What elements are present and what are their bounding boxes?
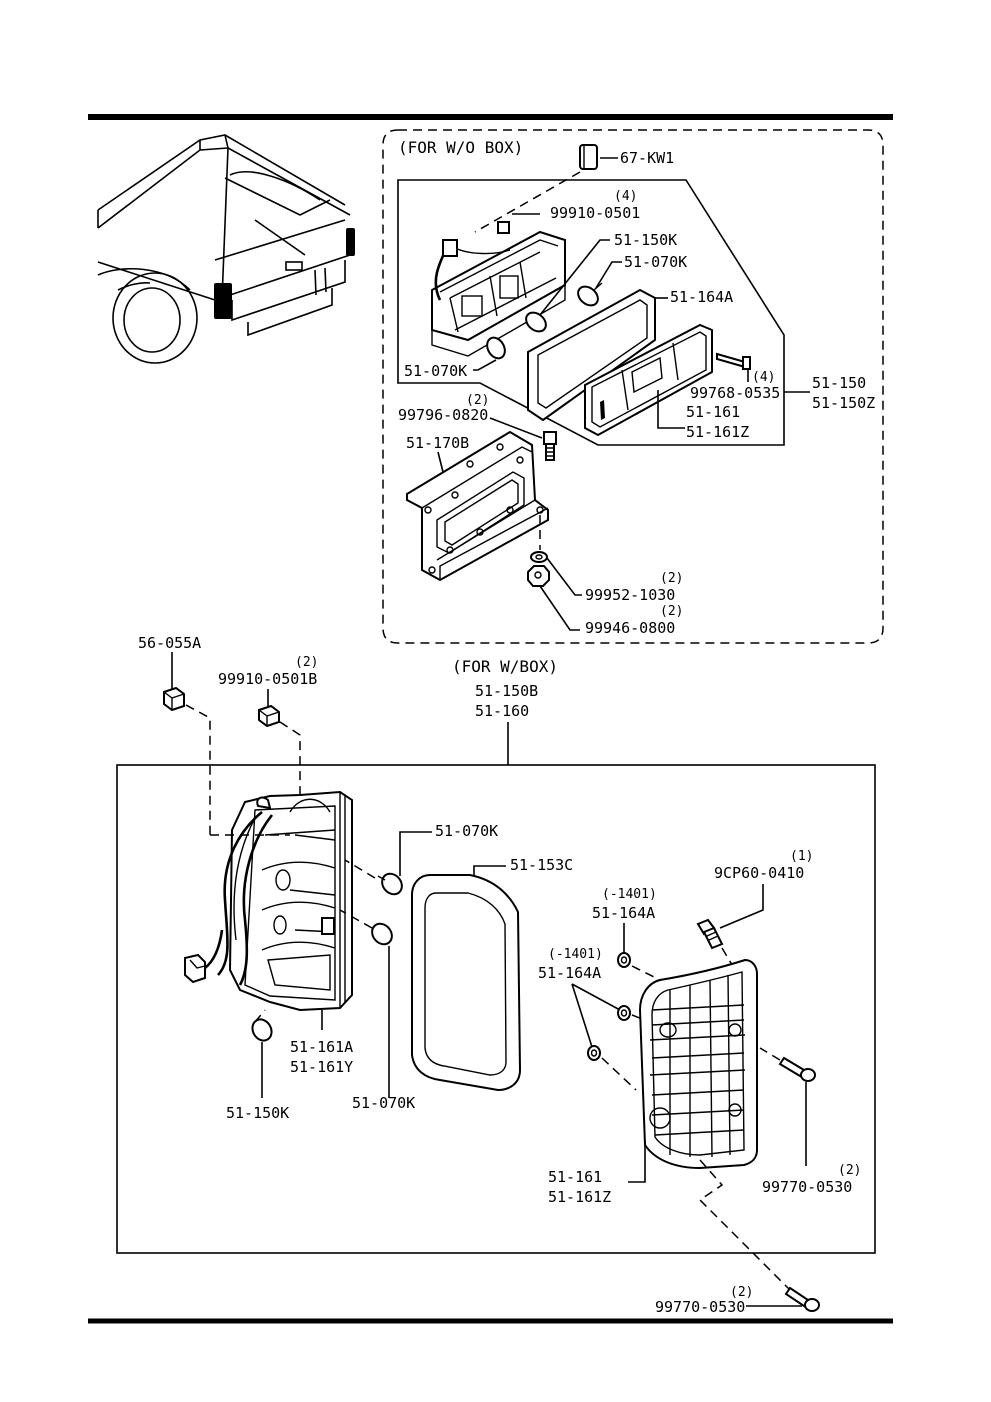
lamp-housing-without-box xyxy=(431,230,566,357)
lens-51-161-bottom xyxy=(638,958,758,1170)
label-51-161-bottom: 51-161 xyxy=(548,1168,602,1186)
qty-99770-0530-bottom: (2) xyxy=(730,1285,753,1300)
label-51-164a-top: 51-164A xyxy=(670,288,733,306)
grommet-51-164a-mid xyxy=(617,1005,631,1021)
label-51-150z: 51-150Z xyxy=(812,394,875,412)
label-99946-0800: 99946-0800 xyxy=(585,619,675,637)
label-51-164a-lower: 51-164A xyxy=(538,964,601,982)
nut-99946-0800 xyxy=(527,565,550,587)
spec-1401-lower: (-1401) xyxy=(548,947,603,962)
label-51-161y: 51-161Y xyxy=(290,1058,353,1076)
with-box-frame xyxy=(116,764,876,1254)
label-56-055a: 56-055A xyxy=(138,634,201,652)
bulb-51-150k-top xyxy=(525,311,547,333)
qty-99910-0501: (4) xyxy=(614,189,637,204)
grommet-51-164a-upper xyxy=(617,952,631,968)
grommet-51-164a-low xyxy=(587,1045,601,1061)
gasket-51-153c xyxy=(411,874,522,1092)
label-51-150b: 51-150B xyxy=(475,682,538,700)
spec-1401-upper: (-1401) xyxy=(602,887,657,902)
screw-99770-0530-bottom xyxy=(784,1286,820,1312)
gasket-51-164a-top xyxy=(527,288,656,422)
qty-99770-0530-right: (2) xyxy=(838,1163,861,1178)
rear-lamp-housing-with-box xyxy=(184,790,353,1012)
label-99770-0530-right: 99770-0530 xyxy=(762,1178,852,1196)
without-box-header: (FOR W/O BOX) xyxy=(398,138,523,157)
truck-rear-illustration xyxy=(97,134,355,364)
qty-99952-1030: (2) xyxy=(660,571,683,586)
label-51-161a: 51-161A xyxy=(290,1038,353,1056)
connector-67kw1 xyxy=(579,144,598,170)
without-box-group: (FOR W/O BOX) 67-KW1 (4) 99910-0501 xyxy=(382,129,884,644)
label-51-164a-upper: 51-164A xyxy=(592,904,655,922)
bolt-99796-0820 xyxy=(543,431,557,461)
label-67kw1: 67-KW1 xyxy=(620,149,674,167)
label-51-150k-top: 51-150K xyxy=(614,231,677,249)
connector-56-055a xyxy=(163,686,185,712)
qty-99910-0501b: (2) xyxy=(295,655,318,670)
label-51-070k-middle: 51-070K xyxy=(352,1094,415,1112)
qty-99768-0535: (4) xyxy=(752,370,775,385)
label-51-153c: 51-153C xyxy=(510,856,573,874)
label-99910-0501: 99910-0501 xyxy=(550,204,640,222)
bulb-51-150k-bottom xyxy=(251,1018,273,1042)
label-99796-0820: 99796-0820 xyxy=(398,406,488,424)
label-51-161z-bottom: 51-161Z xyxy=(548,1188,611,1206)
label-51-150k-bottom: 51-150K xyxy=(226,1104,289,1122)
label-51-170b: 51-170B xyxy=(406,434,469,452)
label-99768-0535: 99768-0535 xyxy=(690,384,780,402)
bracket-51-170b xyxy=(406,430,549,582)
without-box-dashed-frame xyxy=(382,129,884,644)
qty-9cp60-0410: (1) xyxy=(790,849,813,864)
label-51-161-top: 51-161 xyxy=(686,403,740,421)
label-51-070k-lower: 51-070K xyxy=(404,362,467,380)
washer-99952-1030 xyxy=(530,551,548,563)
label-51-160: 51-160 xyxy=(475,702,529,720)
bulb-51-070k-upper xyxy=(377,872,403,896)
with-box-group: (FOR W/BOX) 51-150B 51-160 56-055A (2) 9… xyxy=(116,634,876,1316)
label-99770-0530-bottom: 99770-0530 xyxy=(655,1298,745,1316)
lens-51-161-top xyxy=(584,323,713,437)
label-99910-0501b: 99910-0501B xyxy=(218,670,317,688)
with-box-header: (FOR W/BOX) xyxy=(452,657,558,676)
screw-99770-0530-right xyxy=(778,1056,816,1082)
label-51-070k-upper: 51-070K xyxy=(435,822,498,840)
bulb-51-070k-top xyxy=(577,282,603,307)
bolt-9cp60-0410 xyxy=(696,918,724,950)
label-99952-1030: 99952-1030 xyxy=(585,586,675,604)
clip-99910-0501b xyxy=(258,704,280,728)
label-51-070k-top: 51-070K xyxy=(624,253,687,271)
label-51-161z-top: 51-161Z xyxy=(686,423,749,441)
label-9cp60-0410: 9CP60-0410 xyxy=(714,864,804,882)
qty-99946-0800: (2) xyxy=(660,604,683,619)
bulb-51-070k-middle xyxy=(371,922,393,946)
bulb-51-070k-lower xyxy=(486,336,506,360)
qty-99796-0820: (2) xyxy=(466,393,489,408)
label-51-150: 51-150 xyxy=(812,374,866,392)
